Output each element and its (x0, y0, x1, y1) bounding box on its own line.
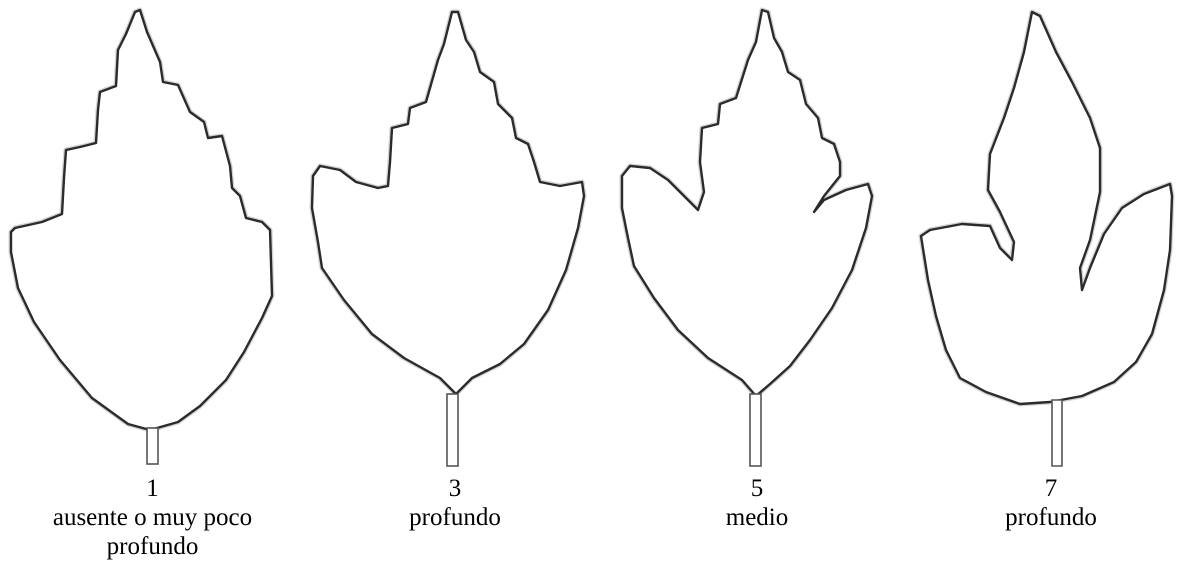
leaf-1-caption: 1 ausente o muy poco profundo (0, 474, 305, 561)
leaf-5-number: 5 (750, 475, 764, 502)
leaf-7-label: profundo (1005, 504, 1097, 531)
leaf-5-label: medio (725, 504, 789, 531)
leaf-3-petiole (446, 393, 459, 467)
leaf-5-caption: 5 medio (657, 474, 857, 532)
leaf-1-number: 1 (146, 475, 159, 502)
leaf-1-label-line-1: ausente o muy poco (52, 504, 253, 531)
leaf-5-figure (619, 7, 875, 467)
leaf-5-petiole (749, 393, 762, 467)
leaf-1-label-line-2: profundo (106, 533, 199, 560)
leaf-3-label: profundo (409, 504, 501, 531)
leaf-3-number: 3 (448, 475, 462, 502)
leaf-7-petiole (1051, 399, 1063, 467)
leaf-7-figure (918, 9, 1175, 467)
leaf-7-number: 7 (1044, 475, 1058, 502)
leaf-7-caption: 7 profundo (951, 474, 1151, 532)
leaf-1-figure (8, 7, 275, 465)
leaf-1-petiole (146, 427, 159, 465)
leaf-3-caption: 3 profundo (355, 474, 555, 532)
leaf-3-figure (309, 9, 587, 467)
